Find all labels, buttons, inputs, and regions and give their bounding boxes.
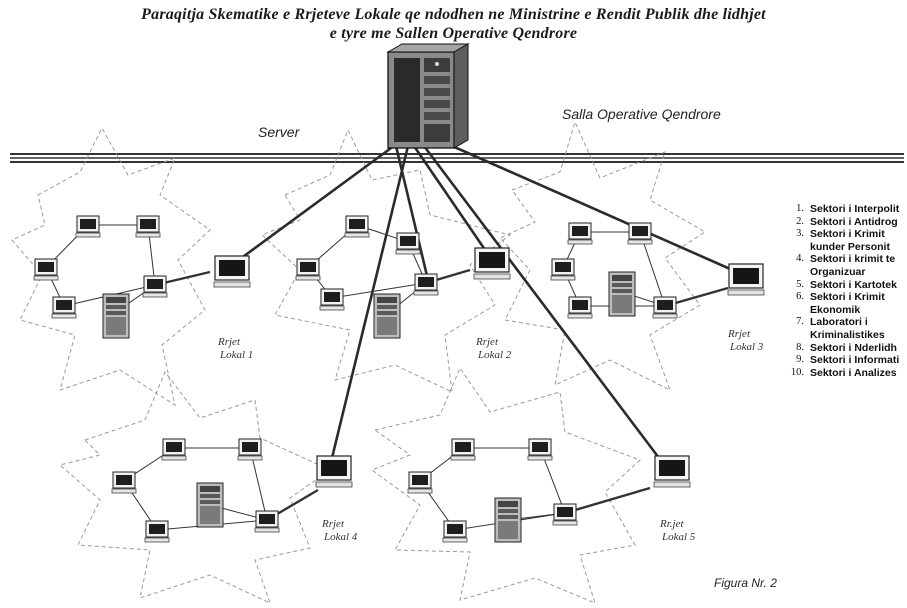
network-label-2: Rrjet Lokal 2 [476, 336, 512, 361]
legend-item: Ekonomik [810, 303, 861, 316]
local-links [45, 224, 729, 531]
legend-item: 1.Sektori i Interpolit [796, 203, 900, 215]
network-label-5: Rr.jet Lokal 5 [660, 518, 696, 543]
legend-item: 2.Sektori i Antidrog [796, 215, 898, 228]
legend-item: 3.Sektori i Krimit [796, 228, 885, 241]
network-label-1: Rrjet Lokal 1 [218, 336, 254, 361]
figure-caption: Figura Nr. 2 [714, 576, 777, 590]
legend-item: kunder Personit [810, 240, 890, 253]
local-servers [102, 271, 636, 543]
network-label-3: Rrjet Lokal 3 [728, 328, 764, 353]
workstations [33, 215, 765, 543]
diagram-subtitle: e tyre me Sallen Operative Qendrore [329, 25, 578, 42]
sector-legend: 1.Sektori i Interpolit 2.Sektori i Antid… [782, 203, 907, 379]
legend-item: 5.Sektori i Kartotek [796, 278, 897, 291]
legend-item: Kriminalistikes [810, 328, 885, 341]
network-cloud-3 [499, 120, 706, 392]
network-cloud-1 [11, 126, 211, 407]
operations-room-label: Salla Operative Qendrore [562, 106, 721, 122]
network-cloud-5 [370, 366, 641, 604]
legend-item: 7.Laboratori i [796, 316, 868, 329]
network-label-4: Rrjet Lokal 4 [322, 518, 358, 543]
legend-item: 8.Sektori i Nderlidh [796, 341, 897, 354]
legend-item: 10.Sektori i Analizes [790, 366, 897, 379]
network-cloud-4 [58, 371, 332, 604]
uplinks [235, 136, 747, 463]
legend-item: Organizuar [810, 265, 866, 278]
legend-item: 6.Sektori i Krimit [796, 291, 885, 304]
legend-item: 4.Sektori i krimit te [796, 253, 896, 266]
backbone-bus [10, 153, 904, 163]
server-label: Server [258, 124, 300, 140]
diagram-title: Paraqitja Skematike e Rrjeteve Lokale qe… [141, 6, 766, 23]
legend-item: 9.Sektori i Informati [796, 354, 900, 367]
central-server-icon [386, 43, 470, 149]
